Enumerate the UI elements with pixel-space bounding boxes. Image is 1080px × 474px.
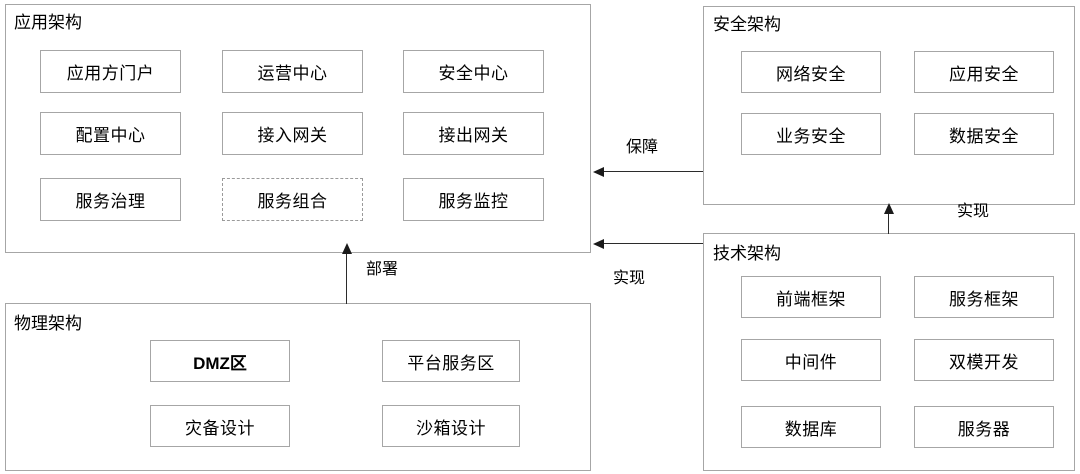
node-middleware[interactable]: 中间件: [741, 339, 881, 381]
node-sandbox-design[interactable]: 沙箱设计: [382, 405, 520, 447]
panel-physical-architecture-title: 物理架构: [14, 314, 82, 333]
connector-technical-to-application-arrowhead: [593, 238, 604, 249]
node-config-center[interactable]: 配置中心: [40, 112, 181, 155]
node-database[interactable]: 数据库: [741, 406, 881, 448]
panel-technical-architecture-title: 技术架构: [713, 244, 781, 263]
node-service-composition[interactable]: 服务组合: [222, 178, 363, 221]
connector-physical-to-application-label: 部署: [366, 261, 399, 278]
node-dmz-zone[interactable]: DMZ区: [150, 340, 290, 382]
node-platform-service-zone[interactable]: 平台服务区: [382, 340, 520, 382]
connector-physical-to-application-line: [346, 254, 348, 304]
node-service-governance[interactable]: 服务治理: [40, 178, 181, 221]
node-bimodal-development[interactable]: 双模开发: [914, 339, 1054, 381]
connector-security-to-application-line: [602, 171, 703, 173]
connector-security-to-application-arrowhead: [593, 166, 604, 177]
node-application-security[interactable]: 应用安全: [914, 51, 1054, 93]
node-application-portal[interactable]: 应用方门户: [40, 50, 181, 93]
connector-technical-to-application-label: 实现: [613, 270, 646, 287]
node-frontend-framework[interactable]: 前端框架: [741, 276, 881, 318]
node-egress-gateway[interactable]: 接出网关: [403, 112, 544, 155]
node-business-security[interactable]: 业务安全: [741, 113, 881, 155]
node-operations-center[interactable]: 运营中心: [222, 50, 363, 93]
connector-technical-to-security-label: 实现: [957, 203, 990, 220]
connector-physical-to-application-arrowhead: [341, 243, 352, 254]
connector-security-to-application-label: 保障: [626, 139, 659, 156]
connector-technical-to-security-arrowhead: [883, 203, 894, 214]
node-service-monitoring[interactable]: 服务监控: [403, 178, 544, 221]
node-security-center[interactable]: 安全中心: [403, 50, 544, 93]
panel-security-architecture-title: 安全架构: [713, 15, 781, 34]
panel-security-architecture[interactable]: [703, 6, 1075, 205]
node-service-framework[interactable]: 服务框架: [914, 276, 1054, 318]
node-ingress-gateway[interactable]: 接入网关: [222, 112, 363, 155]
panel-application-architecture-title: 应用架构: [14, 13, 82, 32]
connector-technical-to-application-line: [602, 243, 703, 245]
node-disaster-recovery-design[interactable]: 灾备设计: [150, 405, 290, 447]
node-server[interactable]: 服务器: [914, 406, 1054, 448]
connector-technical-to-security-line: [888, 214, 890, 234]
node-data-security[interactable]: 数据安全: [914, 113, 1054, 155]
node-network-security[interactable]: 网络安全: [741, 51, 881, 93]
